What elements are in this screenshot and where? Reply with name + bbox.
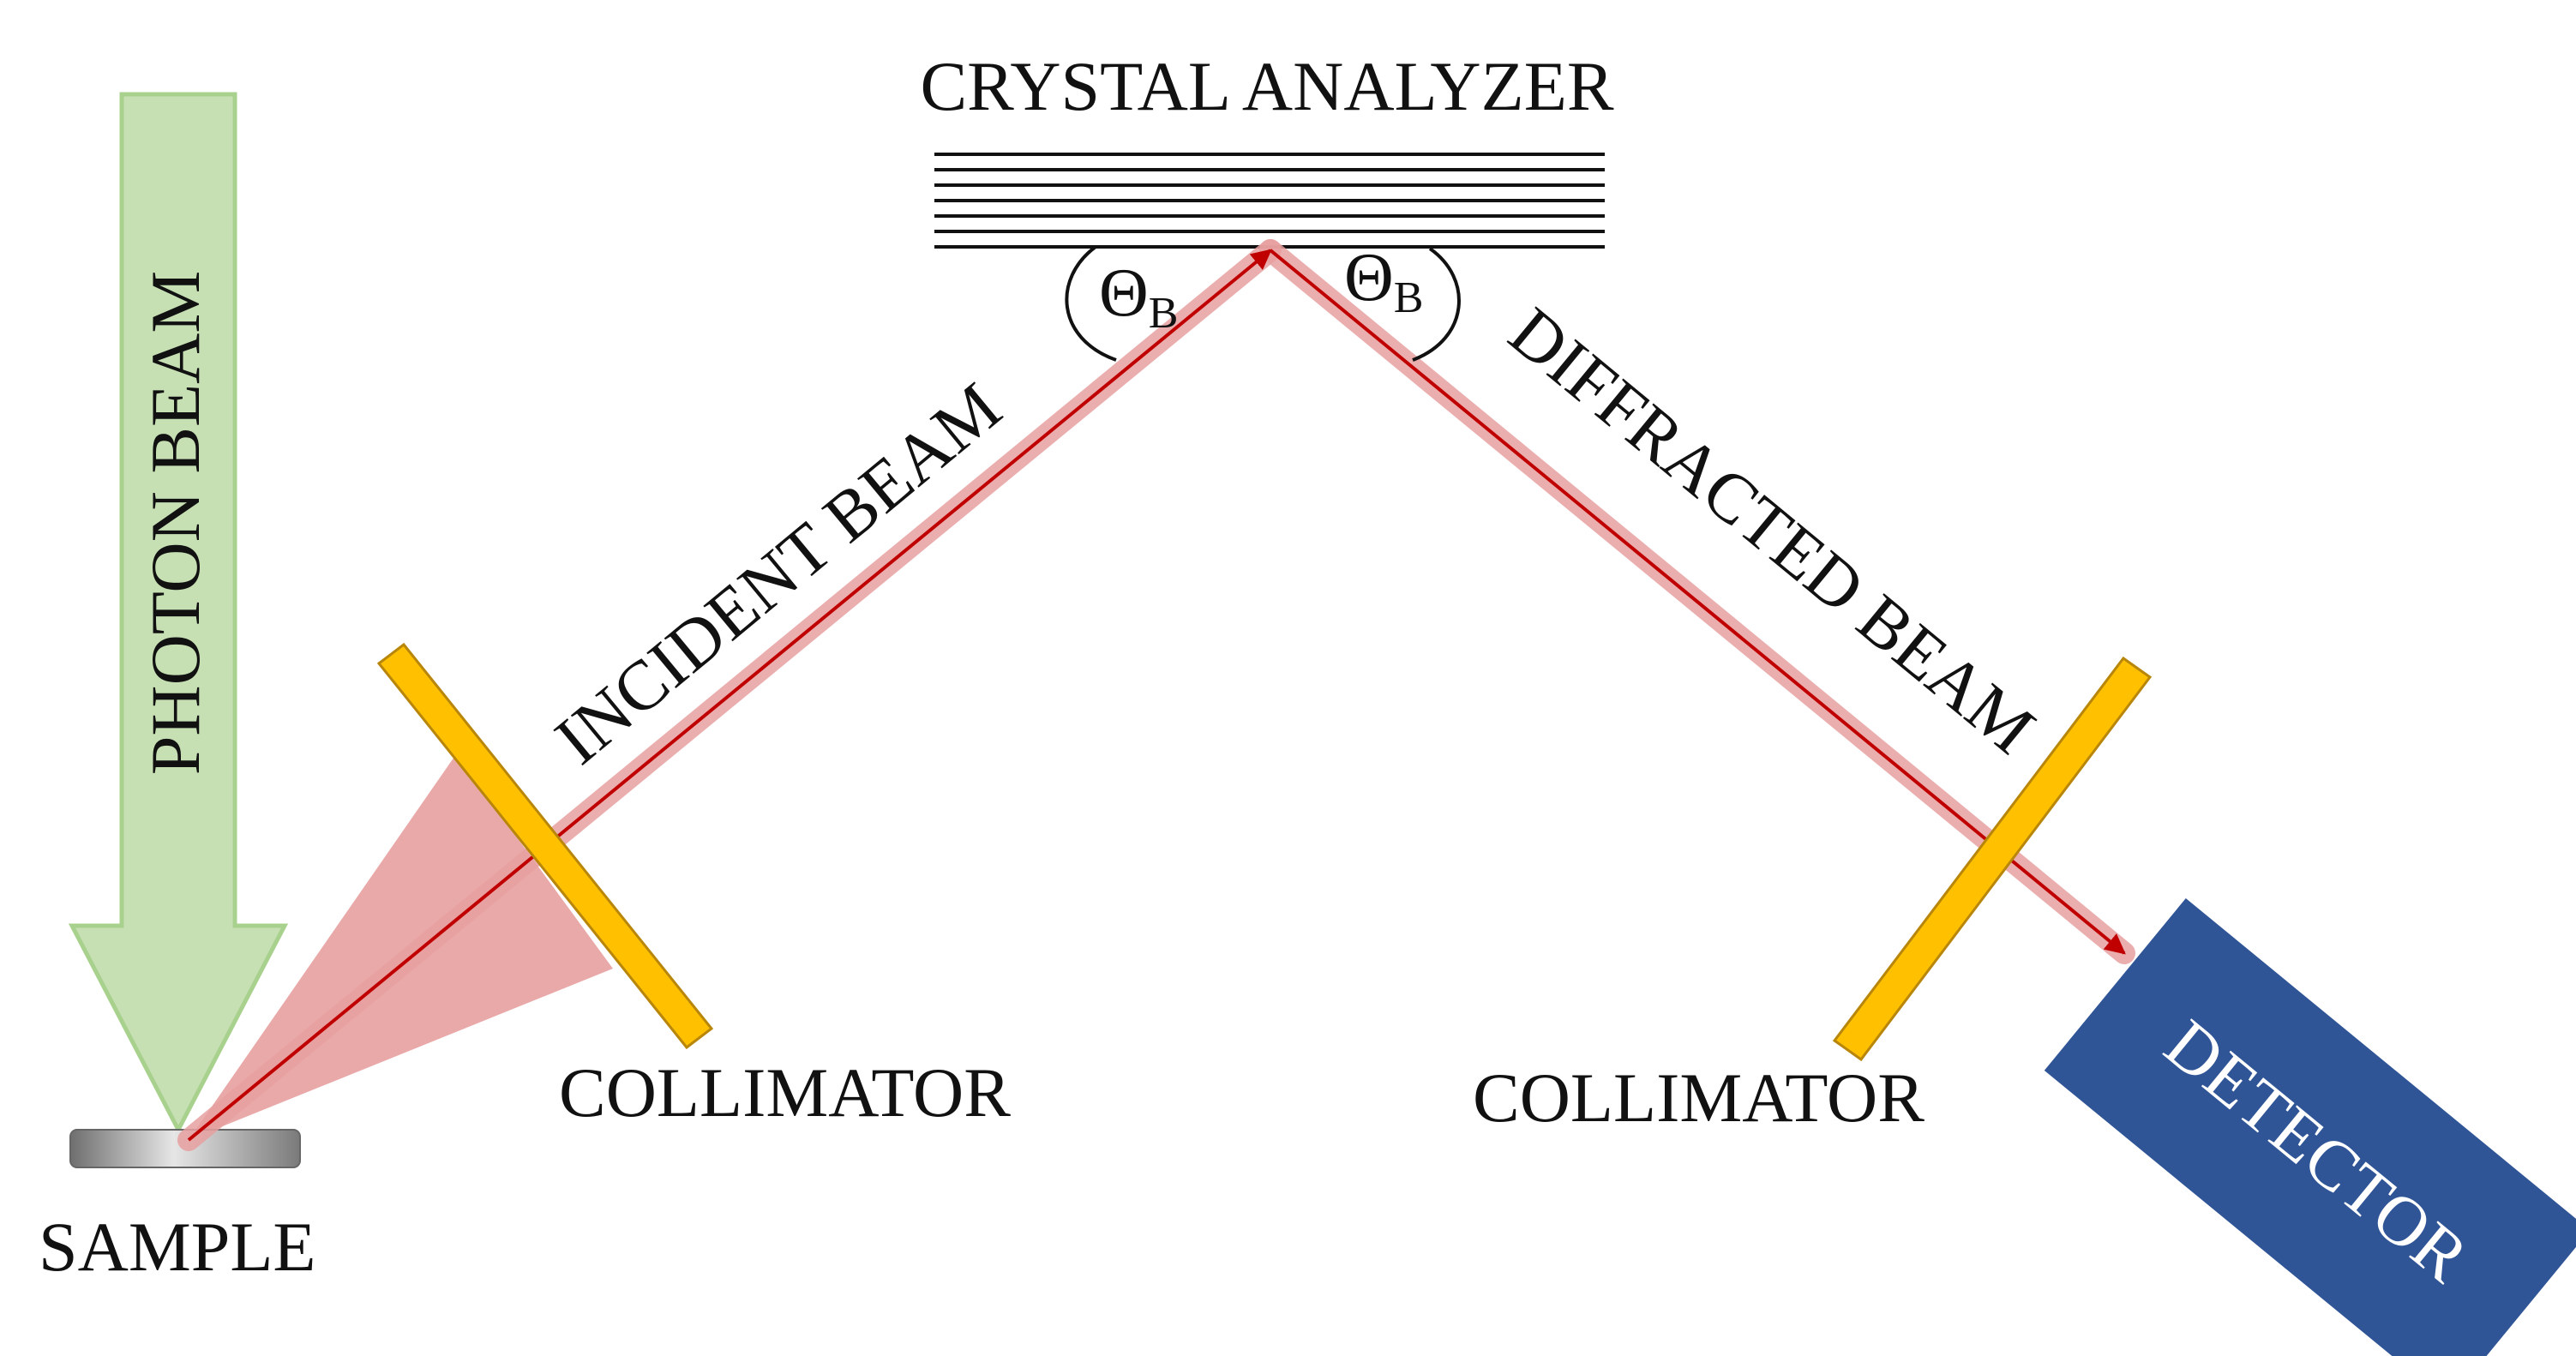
collimator-right bbox=[1832, 656, 2153, 1062]
bragg-angle-left-arc bbox=[1065, 245, 1117, 362]
sample-label: SAMPLE bbox=[39, 1208, 316, 1286]
diffracted-beam-line bbox=[1269, 249, 2126, 955]
incident-beam-label: INCIDENT BEAM bbox=[541, 368, 1016, 779]
detector-box bbox=[2044, 897, 2576, 1356]
collimator-left-label: COLLIMATOR bbox=[559, 1053, 1011, 1131]
diffracted-beam-label: DIFFRACTED BEAM bbox=[1495, 292, 2050, 769]
crystal-analyzer-plates bbox=[934, 153, 1605, 249]
collimator-left bbox=[376, 642, 714, 1050]
detector: DETECTOR bbox=[2044, 897, 2576, 1356]
bragg-angle-left-subscript: B bbox=[1149, 289, 1179, 338]
collimator-right-label: COLLIMATOR bbox=[1473, 1059, 1924, 1137]
bragg-angle-left-label: ΘB bbox=[1099, 255, 1178, 338]
bragg-angle-right-label: ΘB bbox=[1344, 240, 1423, 322]
photon-beam-arrow bbox=[68, 92, 289, 1135]
photon-beam-label: PHOTON BEAM bbox=[136, 271, 214, 776]
bragg-angle-left-symbol: Θ bbox=[1099, 255, 1149, 331]
bragg-angle-right-arc bbox=[1412, 247, 1461, 362]
crystal-analyzer-label: CRYSTAL ANALYZER bbox=[920, 47, 1613, 125]
bragg-angle-right-symbol: Θ bbox=[1344, 240, 1394, 315]
bragg-angle-right-subscript: B bbox=[1394, 273, 1424, 322]
incident-beam-line bbox=[187, 249, 1272, 1142]
